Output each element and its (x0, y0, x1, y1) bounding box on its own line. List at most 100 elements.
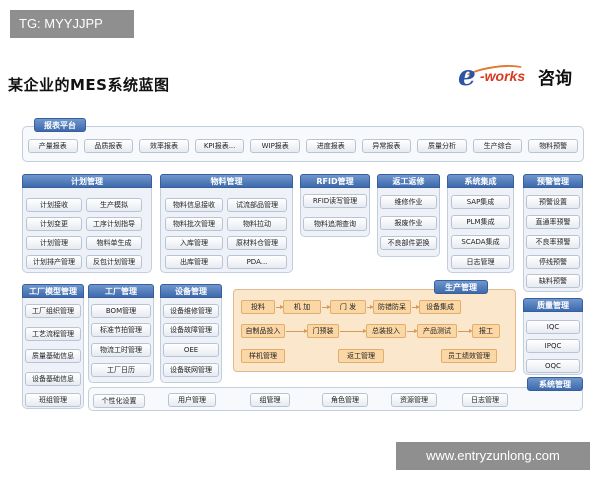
material-item: 出库管理 (165, 255, 223, 269)
material-item: 入库管理 (165, 236, 223, 250)
rework-header: 返工返修 (377, 174, 440, 188)
report-item: 物料预警 (528, 139, 578, 153)
production-header: 生产管理 (434, 280, 488, 294)
rfid-item: RFID读写管理 (303, 194, 367, 208)
rfid-header: RFID管理 (300, 174, 370, 188)
integration-header: 系统集成 (447, 174, 514, 188)
warning-item: 不良率预警 (526, 235, 580, 249)
quality-item: IQC (526, 320, 580, 334)
flow-arrow (340, 329, 367, 333)
system-item: 日志管理 (462, 393, 508, 407)
equipment-header: 设备管理 (160, 284, 222, 298)
report-platform-header: 报表平台 (34, 118, 86, 132)
quality-item: IPQC (526, 339, 580, 353)
factory-mgmt-header: 工厂管理 (88, 284, 154, 298)
flow-arrow (407, 329, 418, 333)
material-item: PDA... (227, 255, 287, 269)
production-step: 防错防呆 (373, 300, 411, 314)
factory-model-item: 工艺流程管理 (25, 327, 81, 341)
plan-item: 计划变更 (26, 217, 82, 231)
factory-mgmt-item: BOM管理 (91, 304, 151, 318)
production-step: 投料 (241, 300, 275, 314)
integration-item: SCADA集成 (451, 235, 510, 249)
material-item: 原材料仓管理 (227, 236, 287, 250)
flow-arrow (367, 305, 374, 309)
production-step: 产品测试 (417, 324, 457, 338)
material-item: 物料批次管理 (165, 217, 223, 231)
rework-item: 报废作业 (380, 216, 437, 230)
system-item: 角色管理 (322, 393, 368, 407)
system-item: 组管理 (250, 393, 290, 407)
rfid-item: 物料追溯查询 (303, 217, 367, 231)
report-item: 产量报表 (28, 139, 78, 153)
flow-arrow (286, 329, 308, 333)
equipment-item: 设备联网管理 (163, 363, 219, 377)
system-item: 用户管理 (168, 393, 216, 407)
report-item: 品质报表 (83, 139, 134, 153)
material-item: 物料信息接收 (165, 198, 223, 212)
production-step: 员工绩效管理 (441, 349, 497, 363)
equipment-item: 设备故障管理 (163, 323, 219, 337)
system-item: 资源管理 (391, 393, 437, 407)
logo-works: -works (480, 68, 526, 84)
plan-item: 计划管理 (26, 236, 82, 250)
flow-arrow (412, 305, 420, 309)
factory-mgmt-item: 标准节拍管理 (91, 323, 151, 337)
warning-item: 停线预警 (526, 255, 580, 269)
plan-item: 生产模拟 (86, 198, 142, 212)
quality-item: OQC (526, 359, 580, 373)
warning-item: 直通率预警 (526, 215, 580, 229)
plan-item: 物料单生成 (86, 236, 142, 250)
warning-header: 预警管理 (523, 174, 583, 188)
factory-model-header: 工厂模型管理 (22, 284, 84, 298)
quality-header: 质量管理 (523, 298, 583, 312)
factory-model-item: 工厂组织管理 (25, 304, 81, 318)
system-header: 系统管理 (527, 377, 583, 391)
rework-item: 不良部件更换 (380, 236, 437, 250)
factory-mgmt-item: 物流工时管理 (91, 343, 151, 357)
material-item: 物料拉动 (227, 217, 287, 231)
material-item: 试流部品管理 (227, 198, 287, 212)
report-item: 进度报表 (306, 139, 356, 153)
production-step: 报工 (472, 324, 500, 338)
integration-item: SAP集成 (451, 195, 510, 209)
production-step: 门预装 (307, 324, 339, 338)
production-step: 机 加 (283, 300, 321, 314)
factory-mgmt-item: 工厂日历 (91, 363, 151, 377)
plan-item: 计划接收 (26, 198, 82, 212)
report-item: 效率报表 (139, 139, 189, 153)
report-item: KPI报表... (194, 139, 245, 153)
plan-item: 反包计划管理 (86, 255, 142, 269)
report-item: 生产综合 (472, 139, 523, 153)
report-item: WIP报表 (250, 139, 300, 153)
eworks-logo: e -works 咨询 (458, 59, 588, 92)
warning-item: 预警设置 (526, 195, 580, 209)
integration-item: 日志管理 (451, 255, 510, 269)
material-header: 物料管理 (160, 174, 293, 188)
equipment-item: OEE (163, 343, 219, 357)
flow-arrow (458, 329, 473, 333)
warning-item: 缺料预警 (526, 274, 580, 288)
logo-consulting: 咨询 (538, 69, 572, 89)
production-step: 设备集成 (419, 300, 461, 314)
watermark-bottom: www.entryzunlong.com (396, 442, 590, 470)
plan-item: 工序计划指导 (86, 217, 142, 231)
report-item: 质量分析 (417, 139, 467, 153)
production-step: 总装投入 (366, 324, 406, 338)
report-item: 异常报表 (361, 139, 412, 153)
watermark-top: TG: MYYJJPP (10, 10, 134, 38)
factory-model-item: 设备基础信息 (25, 372, 81, 386)
equipment-item: 设备维修管理 (163, 304, 219, 318)
system-item: 个性化设置 (93, 394, 145, 408)
page-title: 某企业的MES系统蓝图 (8, 76, 170, 94)
flow-arrow (276, 305, 284, 309)
factory-model-item: 质量基础信息 (25, 349, 81, 363)
logo-e: e (458, 59, 476, 92)
production-step: 自制品投入 (241, 324, 285, 338)
production-step: 返工管理 (338, 349, 384, 363)
flow-arrow (322, 305, 331, 309)
production-step: 样机管理 (241, 349, 285, 363)
production-step: 门 发 (330, 300, 366, 314)
factory-model-item: 班组管理 (25, 393, 81, 407)
rework-item: 维修作业 (380, 195, 437, 209)
